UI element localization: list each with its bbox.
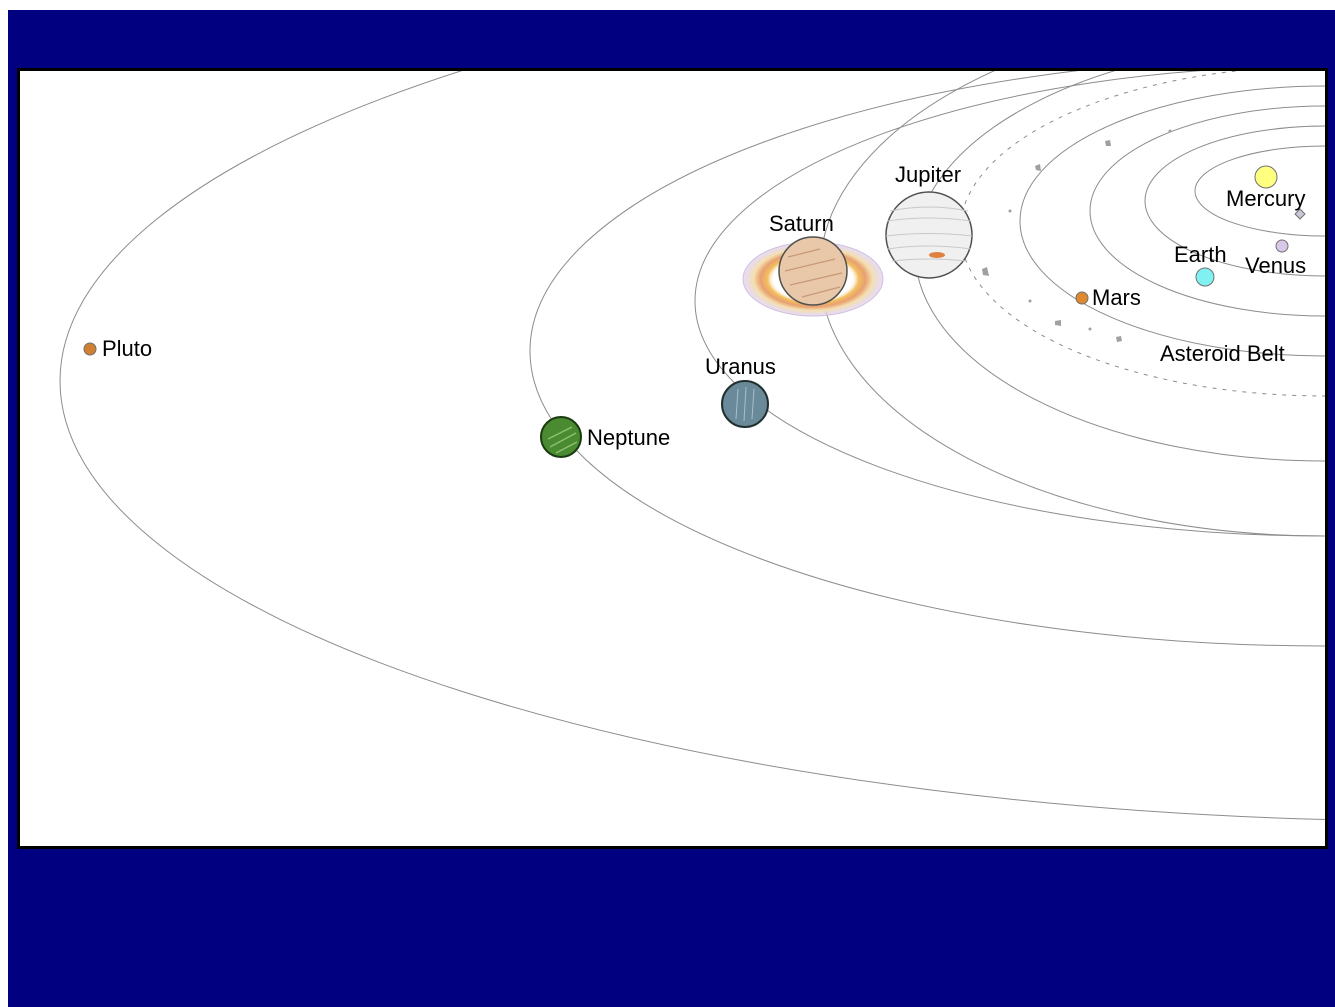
solar-system-panel: Mercury Venus Earth Mars Asteroid Belt	[17, 68, 1328, 849]
planet-uranus[interactable]: Uranus	[705, 354, 776, 428]
asteroid-belt-rocks	[982, 129, 1172, 342]
earth-icon	[1195, 267, 1215, 287]
jupiter-label: Jupiter	[895, 162, 961, 187]
neptune-bands	[547, 426, 578, 454]
planet-saturn[interactable]: Saturn	[742, 211, 884, 317]
orbit-mercury	[1194, 145, 1325, 237]
planet-mercury[interactable]: Mercury	[1226, 186, 1306, 220]
jupiter-icon	[885, 191, 973, 279]
pluto-icon	[83, 342, 97, 356]
great-red-spot-icon	[929, 252, 945, 258]
venus-icon	[1275, 239, 1289, 253]
planet-venus[interactable]: Venus	[1245, 239, 1306, 278]
orbit-mars	[1019, 85, 1325, 357]
planet-mars[interactable]: Mars	[1075, 285, 1141, 310]
saturn-bands	[784, 248, 843, 298]
saturn-label: Saturn	[769, 211, 834, 236]
orbits	[59, 71, 1325, 820]
pluto-label: Pluto	[102, 336, 152, 361]
asteroid-belt-label: Asteroid Belt	[1160, 341, 1285, 366]
uranus-bands	[735, 386, 755, 422]
venus-label: Venus	[1245, 253, 1306, 278]
saturn-icon	[778, 236, 848, 306]
mars-icon	[1075, 291, 1089, 305]
mercury-icon	[1294, 208, 1306, 220]
mars-label: Mars	[1092, 285, 1141, 310]
orbit-neptune	[529, 71, 1325, 647]
planet-earth[interactable]: Earth	[1174, 242, 1227, 287]
planet-jupiter[interactable]: Jupiter	[885, 162, 973, 279]
sun-icon	[1254, 165, 1278, 189]
jupiter-bands	[885, 206, 973, 262]
neptune-label: Neptune	[587, 425, 670, 450]
earth-label: Earth	[1174, 242, 1227, 267]
orbit-pluto	[59, 71, 1325, 820]
solar-system-diagram: Mercury Venus Earth Mars Asteroid Belt	[59, 71, 1325, 820]
orbit-saturn	[819, 71, 1325, 537]
orbit-venus	[1144, 125, 1325, 277]
orbit-earth	[1089, 105, 1325, 317]
planet-neptune[interactable]: Neptune	[540, 416, 670, 458]
mercury-label: Mercury	[1226, 186, 1305, 211]
uranus-label: Uranus	[705, 354, 776, 379]
planet-pluto[interactable]: Pluto	[83, 336, 152, 361]
orbit-uranus	[694, 71, 1325, 537]
